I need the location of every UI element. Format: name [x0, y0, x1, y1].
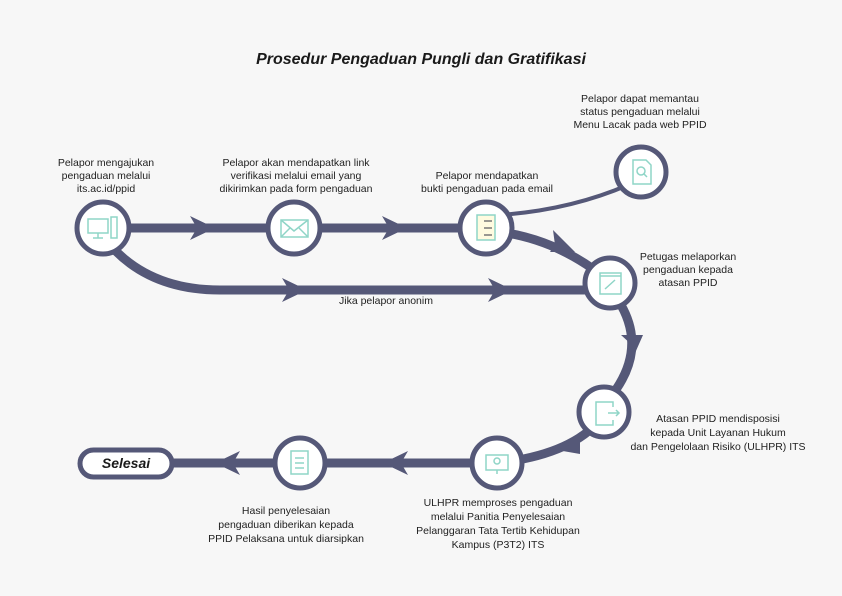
step-node-5 — [582, 255, 638, 311]
diagram-title: Prosedur Pengaduan Pungli dan Gratifikas… — [256, 51, 586, 68]
step-node-1 — [74, 199, 132, 257]
arrow-icon — [621, 335, 643, 360]
archive-document-icon — [290, 450, 309, 475]
presentation-board-icon — [485, 454, 509, 474]
flow-connectors — [103, 183, 643, 475]
connector-5-6 — [604, 297, 637, 403]
arrow-icon — [282, 278, 307, 302]
anonymous-label: Jika pelapor anonim — [339, 295, 433, 307]
arrow-icon — [190, 216, 215, 240]
export-document-icon — [595, 401, 621, 426]
computer-icon — [87, 216, 118, 239]
connector-3-4 — [499, 183, 629, 217]
step-node-3 — [457, 199, 515, 257]
end-terminal: Selesai — [77, 447, 175, 480]
step-node-4 — [613, 144, 669, 200]
arrow-icon — [488, 278, 513, 302]
arrow-icon — [382, 216, 407, 240]
arrow-icon — [215, 451, 240, 475]
arrow-icon — [550, 230, 575, 252]
envelope-icon — [280, 219, 309, 238]
end-label: Selesai — [102, 455, 151, 471]
step-node-6 — [576, 384, 632, 440]
connector-anonymous — [106, 241, 610, 295]
arrow-icon — [383, 451, 408, 475]
notepad-pencil-icon — [599, 272, 622, 295]
step-node-7 — [469, 435, 525, 491]
document-search-icon — [632, 159, 652, 185]
step-node-8 — [272, 435, 328, 491]
step-node-2 — [265, 199, 323, 257]
receipt-list-icon — [476, 214, 496, 241]
arrow-icon — [557, 432, 580, 454]
